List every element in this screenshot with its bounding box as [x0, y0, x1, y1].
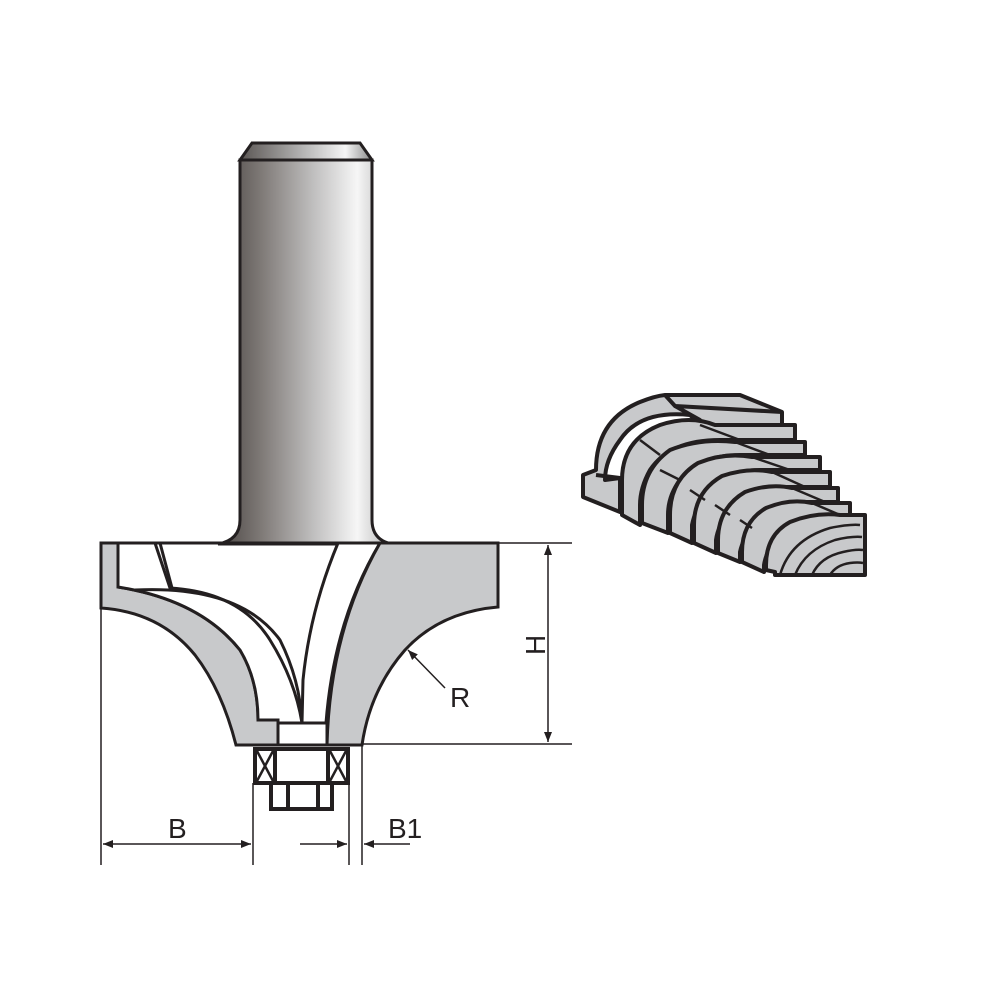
shank-cap	[237, 141, 375, 162]
right-carbide-wing	[325, 541, 500, 747]
wood-profile-samples	[581, 393, 867, 577]
bearing-screw	[269, 781, 334, 811]
label-r: R	[450, 682, 470, 713]
profile-sample-8	[764, 512, 867, 577]
label-b1: B1	[388, 813, 422, 844]
shank	[217, 141, 393, 546]
bearing	[253, 747, 350, 811]
shank-body	[217, 158, 393, 546]
label-h: H	[520, 635, 551, 655]
cutter-body	[99, 541, 500, 747]
dimension-r-leader	[407, 649, 446, 689]
label-b: B	[168, 813, 187, 844]
dimension-lines	[100, 542, 572, 865]
